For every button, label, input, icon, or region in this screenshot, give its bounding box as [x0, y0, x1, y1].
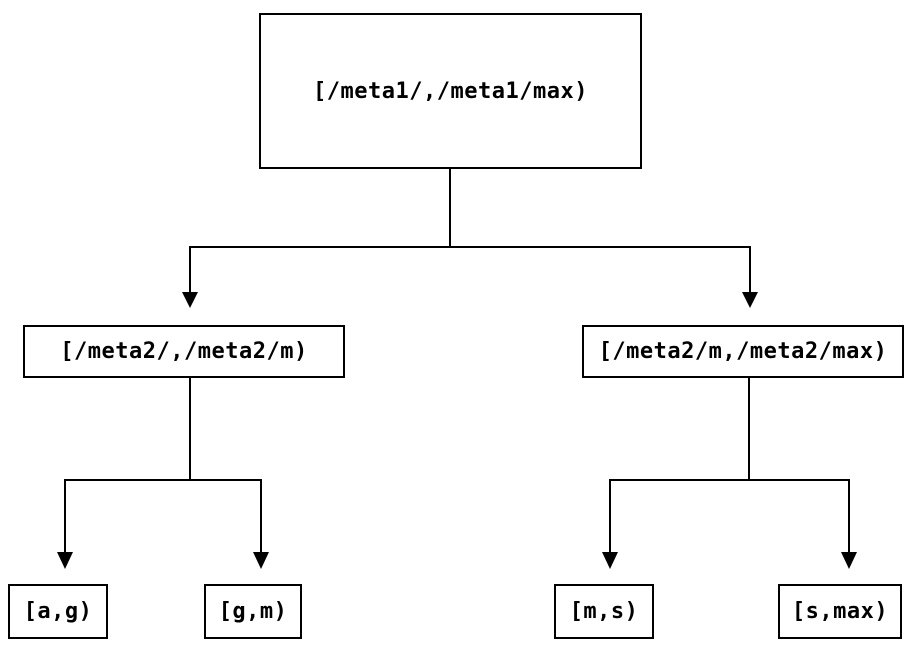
node-leaf-ms: [m,s) [554, 584, 654, 639]
edge-arrowheads [57, 292, 857, 569]
arrow-down-icon [182, 292, 198, 308]
node-leaf-smax: [s,max) [778, 584, 902, 639]
edge-right-leaf-ms [609, 377, 750, 552]
node-leaf-ag: [a,g) [8, 584, 108, 639]
node-right-range: [/meta2/m,/meta2/max) [582, 325, 904, 378]
node-leaf-gm: [g,m) [204, 584, 302, 639]
edge-left-leaf-gm [189, 377, 262, 552]
edge-right-leaf-smax [748, 377, 850, 552]
node-root-range: [/meta1/,/meta1/max) [259, 13, 642, 169]
arrow-down-icon [253, 552, 269, 569]
arrow-down-icon [57, 552, 73, 569]
arrow-down-icon [742, 292, 758, 308]
arrow-down-icon [602, 552, 618, 569]
node-left-range: [/meta2/,/meta2/m) [23, 325, 345, 378]
edge-root-right [449, 169, 751, 292]
arrow-down-icon [841, 552, 857, 569]
edge-root-left [189, 169, 451, 292]
edge-left-leaf-ag [64, 377, 191, 552]
edge-lines [64, 169, 850, 552]
